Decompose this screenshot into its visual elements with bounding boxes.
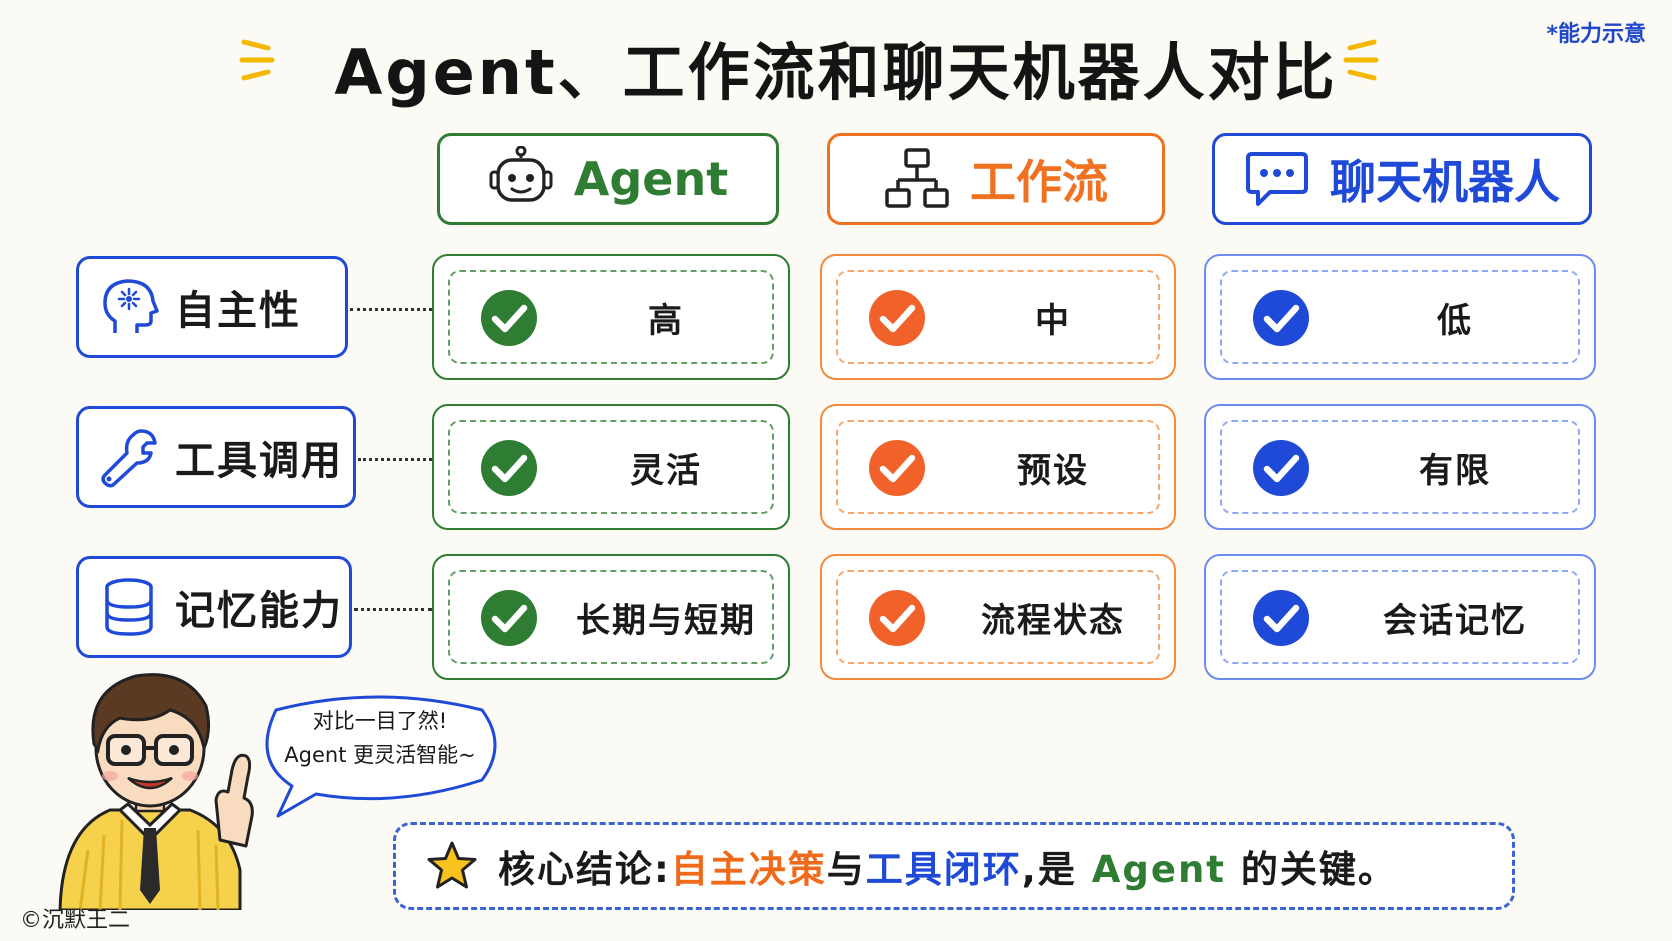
conclusion-middle: ,是 <box>1021 848 1077 891</box>
conclusion-text: 核心结论:自主决策与工具闭环,是 Agent 的关键。 <box>498 839 1397 893</box>
row-label-autonomy: 自主性 <box>76 256 348 358</box>
star-icon <box>427 841 477 889</box>
column-header-label: Agent <box>573 152 729 206</box>
cell-workflow-tool-use: 预设 <box>820 404 1176 530</box>
copyright-text: ©沉默王二 <box>20 908 131 933</box>
cell-value: 低 <box>1437 300 1473 341</box>
speech-bubble <box>265 695 497 818</box>
brain-head-icon <box>103 279 159 333</box>
check-icon <box>481 590 537 646</box>
cell-workflow-autonomy: 中 <box>820 254 1176 380</box>
right-sparkle-icon <box>1343 39 1379 81</box>
cell-agent-autonomy: 高 <box>432 254 790 380</box>
cell-chatbot-autonomy: 低 <box>1204 254 1596 380</box>
conclusion-highlight-tools: 工具闭环 <box>865 848 1022 891</box>
illustrative-note: *能力示意 <box>1546 22 1646 47</box>
check-icon <box>1253 590 1309 646</box>
column-header-agent: Agent <box>437 133 779 225</box>
conclusion-suffix: 的关键。 <box>1240 848 1397 891</box>
check-icon <box>869 290 925 346</box>
row-connector <box>358 458 432 461</box>
row-label-text: 工具调用 <box>175 438 343 484</box>
cell-value: 长期与短期 <box>576 600 756 641</box>
dashed-frame <box>1220 270 1580 364</box>
cell-workflow-memory: 流程状态 <box>820 554 1176 680</box>
cell-value: 预设 <box>1017 450 1089 491</box>
column-header-label: 工作流 <box>970 155 1108 209</box>
page-title: Agent、工作流和聊天机器人对比 <box>334 36 1338 109</box>
dashed-frame <box>1220 570 1580 664</box>
chat-bubble-icon <box>1246 152 1308 206</box>
check-icon <box>481 440 537 496</box>
dashed-frame <box>836 570 1160 664</box>
conclusion-highlight-autonomous: 自主决策 <box>670 848 827 891</box>
database-icon <box>105 578 153 636</box>
cell-value: 流程状态 <box>981 600 1125 641</box>
row-label-memory: 记忆能力 <box>76 556 352 658</box>
speech-bubble-text: 对比一目了然! Agent 更灵活智能~ <box>272 704 488 772</box>
cell-chatbot-memory: 会话记忆 <box>1204 554 1596 680</box>
dashed-frame <box>448 270 774 364</box>
cell-value: 高 <box>648 300 684 341</box>
conclusion-banner: 核心结论:自主决策与工具闭环,是 Agent 的关键。 <box>393 822 1515 910</box>
flowchart-icon <box>885 148 949 208</box>
check-icon <box>1253 290 1309 346</box>
cell-agent-tool-use: 灵活 <box>432 404 790 530</box>
cell-value: 中 <box>1035 300 1071 341</box>
dashed-frame <box>836 420 1160 514</box>
row-connector <box>354 608 432 611</box>
speech-line-1: 对比一目了然! <box>312 709 448 733</box>
cell-value: 有限 <box>1419 450 1491 491</box>
presenter-illustration <box>58 673 254 910</box>
check-icon <box>481 290 537 346</box>
conclusion-prefix: 核心结论: <box>498 848 671 891</box>
check-icon <box>869 440 925 496</box>
conclusion-highlight-agent: Agent <box>1091 848 1226 891</box>
conclusion-joiner: 与 <box>826 848 866 891</box>
wrench-icon <box>101 429 157 488</box>
column-header-workflow: 工作流 <box>827 133 1165 225</box>
cell-value: 会话记忆 <box>1383 600 1527 641</box>
left-sparkle-icon <box>239 39 275 81</box>
dashed-frame <box>448 570 774 664</box>
row-label-text: 记忆能力 <box>175 588 343 634</box>
speech-line-2: Agent 更灵活智能~ <box>284 743 476 767</box>
dashed-frame <box>836 270 1160 364</box>
robot-icon <box>489 146 553 202</box>
dashed-frame <box>1220 420 1580 514</box>
check-icon <box>1253 440 1309 496</box>
dashed-frame <box>448 420 774 514</box>
row-label-text: 自主性 <box>175 288 301 334</box>
column-header-chatbot: 聊天机器人 <box>1212 133 1592 225</box>
cell-agent-memory: 长期与短期 <box>432 554 790 680</box>
row-label-tool-use: 工具调用 <box>76 406 356 508</box>
column-header-label: 聊天机器人 <box>1330 155 1560 209</box>
row-connector <box>350 308 432 311</box>
cell-value: 灵活 <box>630 450 702 491</box>
check-icon <box>869 590 925 646</box>
cell-chatbot-tool-use: 有限 <box>1204 404 1596 530</box>
